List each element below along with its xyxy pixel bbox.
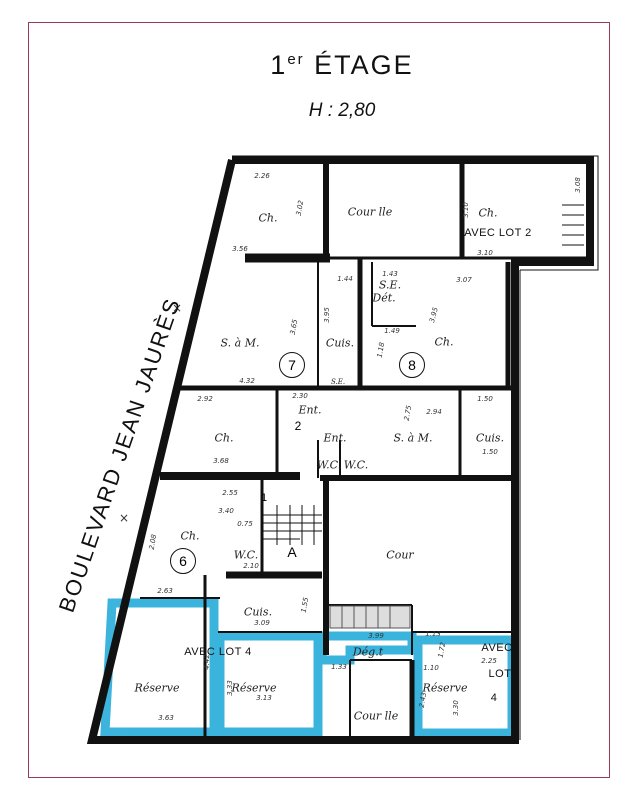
dimension: 3.08: [574, 177, 582, 193]
dimension: 1.50: [482, 448, 498, 456]
room-label: Dég.t: [352, 645, 384, 659]
dimension: 2.25: [481, 657, 497, 665]
room-label: Cour lle: [347, 205, 393, 219]
dimension: 2.55: [222, 489, 238, 497]
dimension: 4.32: [239, 377, 255, 385]
dimension: 3.40: [218, 507, 234, 515]
dimension: 2.63: [157, 587, 173, 595]
lot-note: 4: [490, 692, 498, 704]
dimension: 3.30: [452, 700, 460, 716]
room-label: Dét.: [372, 291, 396, 305]
room-label: Réserve: [422, 681, 468, 695]
staircase-a: [262, 505, 322, 545]
corner-staircase: [562, 204, 584, 246]
lot-note: AVEC LOT 2: [464, 227, 532, 239]
room-label: S. à M.: [393, 431, 433, 445]
floor-title: 1er ÉTAGE: [270, 50, 414, 80]
room-label: Ent.: [298, 403, 322, 417]
dimension: 0.75: [237, 520, 253, 528]
landing-number: 2: [294, 419, 302, 433]
room-label: W.C.: [343, 458, 369, 472]
room-label: Réserve: [231, 681, 277, 695]
dimension: 1.13: [425, 630, 441, 638]
apartment-number: 7: [279, 352, 305, 378]
dimension: 1.10: [423, 664, 439, 672]
room-label: Ch.: [214, 431, 234, 445]
lot-note: LOT: [488, 668, 512, 680]
dimension: 3.10: [477, 249, 493, 257]
apartment-number: 6: [170, 548, 196, 574]
dimension: 3.33: [226, 680, 234, 696]
room-label: Ent.: [323, 431, 347, 445]
dimension: 1.44: [337, 275, 353, 283]
room-label: W.C.: [233, 548, 259, 562]
document-frame: [28, 22, 610, 778]
dimension: 1.49: [384, 327, 400, 335]
dimension: 2.10: [243, 562, 259, 570]
room-label: Cour: [386, 548, 414, 562]
dimension: 2.30: [292, 392, 308, 400]
dimension: 1.33: [331, 663, 347, 671]
dimension: 3.09: [254, 619, 270, 627]
room-label: S. à M.: [220, 336, 260, 350]
dimension: 3.99: [368, 632, 384, 640]
room-label: Ch.: [180, 529, 200, 543]
dimension: 3.10: [462, 202, 470, 218]
room-label: Réserve: [134, 681, 180, 695]
lot-note: AVEC LOT 4: [184, 646, 252, 658]
service-staircase: [329, 605, 411, 629]
lot-note: AVEC: [481, 642, 513, 654]
dimension: 2.92: [197, 395, 213, 403]
walls: [86, 155, 599, 744]
dimension: 3.95: [323, 307, 331, 323]
dimension: 3.63: [158, 714, 174, 722]
room-label: Ch.: [258, 211, 278, 225]
room-label: Ch.: [434, 335, 454, 349]
apartment-number: 8: [399, 352, 425, 378]
dimension: 3.07: [456, 276, 472, 284]
dimension: 3.56: [232, 245, 248, 253]
street-marker: ×: [119, 511, 129, 525]
dimension: 3.68: [213, 457, 229, 465]
dimension: 3.13: [256, 694, 272, 702]
dimension: 1.50: [477, 395, 493, 403]
dimension: 2.94: [426, 408, 442, 416]
room-label: Ch.: [478, 206, 498, 220]
dimension: 4.42: [203, 654, 211, 670]
room-label: Cuis.: [475, 431, 505, 445]
room-label: Cour lle: [353, 709, 399, 723]
street-marker: ×: [172, 301, 182, 315]
room-label: Cuis.: [325, 336, 355, 350]
dimension: 2.26: [254, 172, 270, 180]
staircase-label: A: [287, 544, 297, 560]
dimension: 1.43: [382, 270, 398, 278]
room-label: W.C.: [316, 458, 342, 472]
room-label: S.E.: [330, 378, 346, 386]
landing-number: 1: [260, 492, 268, 504]
room-label: S.E.: [378, 278, 402, 292]
room-label: Cuis.: [243, 605, 273, 619]
ceiling-height: H : 2,80: [308, 100, 376, 121]
